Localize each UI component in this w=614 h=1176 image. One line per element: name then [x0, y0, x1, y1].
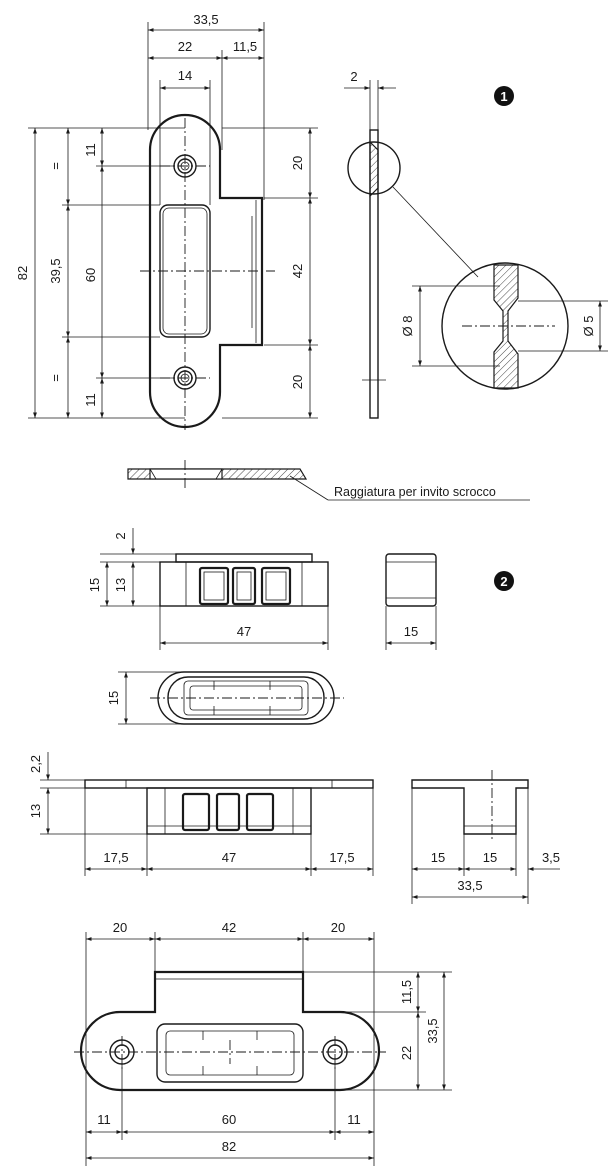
dim-plan-60: 60 [222, 1112, 236, 1127]
part2-box-side [385, 553, 437, 607]
detail-callout-circle [347, 141, 401, 195]
dim-box-13: 13 [113, 578, 128, 592]
dim-asm-2-2: 2,2 [28, 755, 43, 773]
dim-box-side-15: 15 [404, 624, 418, 639]
part2-assembly-front-dims: 2,2 13 17,5 47 17,5 [28, 752, 374, 876]
dim-plan-11-left: 11 [97, 1112, 111, 1127]
badge-part-1: 1 [494, 86, 514, 106]
detail-leader [392, 186, 479, 278]
dim-20-bottom: 20 [290, 375, 305, 389]
part1-side-view: 2 [344, 69, 401, 419]
part1-front-left-dims: 82 = 39,5 = 11 60 11 [15, 127, 185, 419]
dim-asm-13: 13 [28, 804, 43, 818]
svg-text:2: 2 [500, 574, 507, 589]
dim-asm-47: 47 [222, 850, 236, 865]
part1-front-right-dims: 20 42 20 [222, 127, 318, 419]
dim-11-bottom: 11 [83, 393, 98, 407]
dim-box-47: 47 [237, 624, 251, 639]
part2-box-top [150, 671, 344, 725]
part2-assembly-side-dims: 15 15 3,5 33,5 [411, 788, 560, 904]
part2-assembly-front [84, 779, 374, 835]
dim-39-5: 39,5 [48, 258, 63, 283]
dim-plan-82: 82 [222, 1139, 236, 1154]
dim-box-15: 15 [87, 578, 102, 592]
strike-plate-outline [148, 113, 264, 429]
badge-part-2: 2 [494, 571, 514, 591]
dim-11-5: 11,5 [233, 39, 257, 54]
dim-42: 42 [290, 264, 305, 278]
dim-33-5: 33,5 [193, 12, 218, 27]
dim-plan-22: 22 [399, 1046, 414, 1060]
dim-82: 82 [15, 266, 30, 280]
dim-dia-8: Ø 8 [400, 316, 415, 337]
dim-plan-20-left: 20 [113, 920, 127, 935]
dim-asm-17-5-right: 17,5 [329, 850, 354, 865]
dim-side-3-5: 3,5 [542, 850, 560, 865]
dim-plan-20-right: 20 [331, 920, 345, 935]
dim-eq-bottom: = [48, 374, 63, 382]
dim-22: 22 [178, 39, 192, 54]
part2-assembly-side [411, 770, 529, 840]
dim-top-15: 15 [106, 691, 121, 705]
dim-plan-33-5: 33,5 [425, 1018, 440, 1043]
dim-plan-11-right: 11 [347, 1112, 361, 1127]
part2-plate-plan [74, 970, 386, 1092]
part1-section-view: Raggiatura per invito scrocco [127, 460, 530, 501]
dim-asm-17-5-left: 17,5 [103, 850, 128, 865]
part2-box-front-dims: 15 13 2 47 [87, 528, 329, 650]
dim-side-15-b: 15 [483, 850, 497, 865]
dim-eq-top: = [48, 162, 63, 170]
part2-box-front [159, 553, 329, 607]
dim-20-top: 20 [290, 156, 305, 170]
dim-60: 60 [83, 268, 98, 282]
dim-dia-5: Ø 5 [581, 316, 596, 337]
part2-box-side-dims: 15 [385, 606, 437, 650]
part1-detail-view: Ø 8 Ø 5 [400, 262, 608, 390]
dim-11-top: 11 [83, 143, 98, 157]
svg-text:1: 1 [500, 89, 507, 104]
section-note: Raggiatura per invito scrocco [334, 485, 496, 499]
detail-circle [441, 262, 569, 390]
part2-plate-plan-dims: 20 42 20 11,5 22 33,5 11 60 11 82 [85, 920, 452, 1166]
dim-box-2: 2 [113, 532, 128, 539]
dim-side-33-5: 33,5 [457, 878, 482, 893]
part1-front-width-dims: 33,5 22 11,5 14 [147, 12, 265, 205]
dim-14: 14 [178, 68, 192, 83]
dim-plan-42: 42 [222, 920, 236, 935]
dim-plan-11-5: 11,5 [399, 980, 414, 1004]
part2-box-top-dims: 15 [106, 671, 184, 725]
dim-side-15-a: 15 [431, 850, 445, 865]
dim-thickness-2: 2 [350, 69, 357, 84]
part1-front-view [140, 113, 275, 430]
plate-thickness-profile [369, 129, 379, 419]
